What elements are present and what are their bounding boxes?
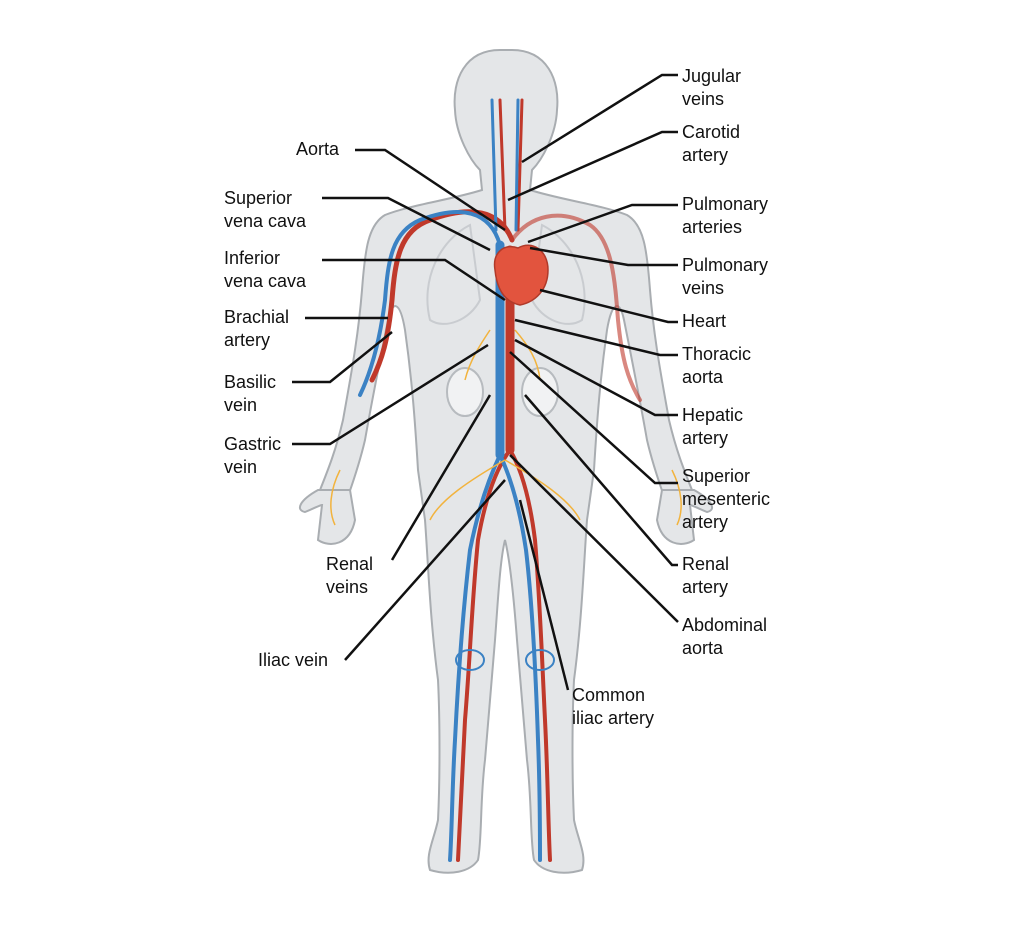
- leader-lines: [292, 73, 679, 691]
- leader-gastric-vein: [292, 343, 489, 446]
- leader-iliac-vein: [344, 479, 506, 661]
- knee-vessels: [455, 649, 555, 671]
- kidneys: [446, 367, 559, 417]
- label-renal-veins: Renal veins: [326, 554, 374, 597]
- leader-inferior-vena-cava: [322, 258, 506, 302]
- label-heart: Heart: [682, 311, 727, 331]
- label-iliac-vein: Iliac vein: [258, 650, 329, 670]
- label-abdominal-aorta: Abdominal aorta: [682, 615, 768, 658]
- label-superior-mesenteric-artery: Superior mesenteric artery: [682, 466, 771, 532]
- lungs: [426, 223, 586, 325]
- label-gastric-vein: Gastric vein: [224, 434, 282, 477]
- leader-renal-artery: [524, 394, 678, 567]
- label-renal-artery: Renal artery: [682, 554, 730, 597]
- leader-pulmonary-arteries: [527, 203, 678, 244]
- label-aorta: Aorta: [296, 139, 340, 159]
- leader-aorta: [355, 148, 506, 232]
- leader-superior-vena-cava: [322, 196, 491, 252]
- leader-superior-mesenteric-artery: [509, 351, 678, 485]
- leader-renal-veins: [390, 394, 492, 561]
- label-common-iliac-artery: Common iliac artery: [572, 685, 655, 728]
- label-inferior-vena-cava: Inferior vena cava: [224, 248, 307, 291]
- leader-common-iliac-artery: [518, 499, 570, 691]
- label-superior-vena-cava: Superior vena cava: [224, 188, 307, 231]
- leader-heart: [539, 288, 678, 324]
- label-pulmonary-arteries: Pulmonary arteries: [682, 194, 769, 237]
- leader-thoracic-aorta: [514, 318, 678, 357]
- label-carotid-artery: Carotid artery: [682, 122, 741, 165]
- leader-carotid-artery: [507, 130, 678, 202]
- small-vessels: [330, 329, 682, 526]
- label-brachial-artery: Brachial artery: [224, 307, 290, 350]
- leader-hepatic-artery: [514, 338, 678, 417]
- leader-pulmonary-veins: [529, 246, 678, 267]
- label-basilic-vein: Basilic vein: [224, 372, 277, 415]
- label-hepatic-artery: Hepatic artery: [682, 405, 744, 448]
- label-thoracic-aorta: Thoracic aorta: [682, 344, 752, 387]
- heart-shape: [493, 244, 549, 306]
- leader-abdominal-aorta: [509, 454, 679, 623]
- leader-basilic-vein: [292, 331, 393, 384]
- label-pulmonary-veins: Pulmonary veins: [682, 255, 769, 298]
- leader-jugular-veins: [521, 73, 678, 164]
- label-jugular-veins: Jugular veins: [682, 66, 742, 109]
